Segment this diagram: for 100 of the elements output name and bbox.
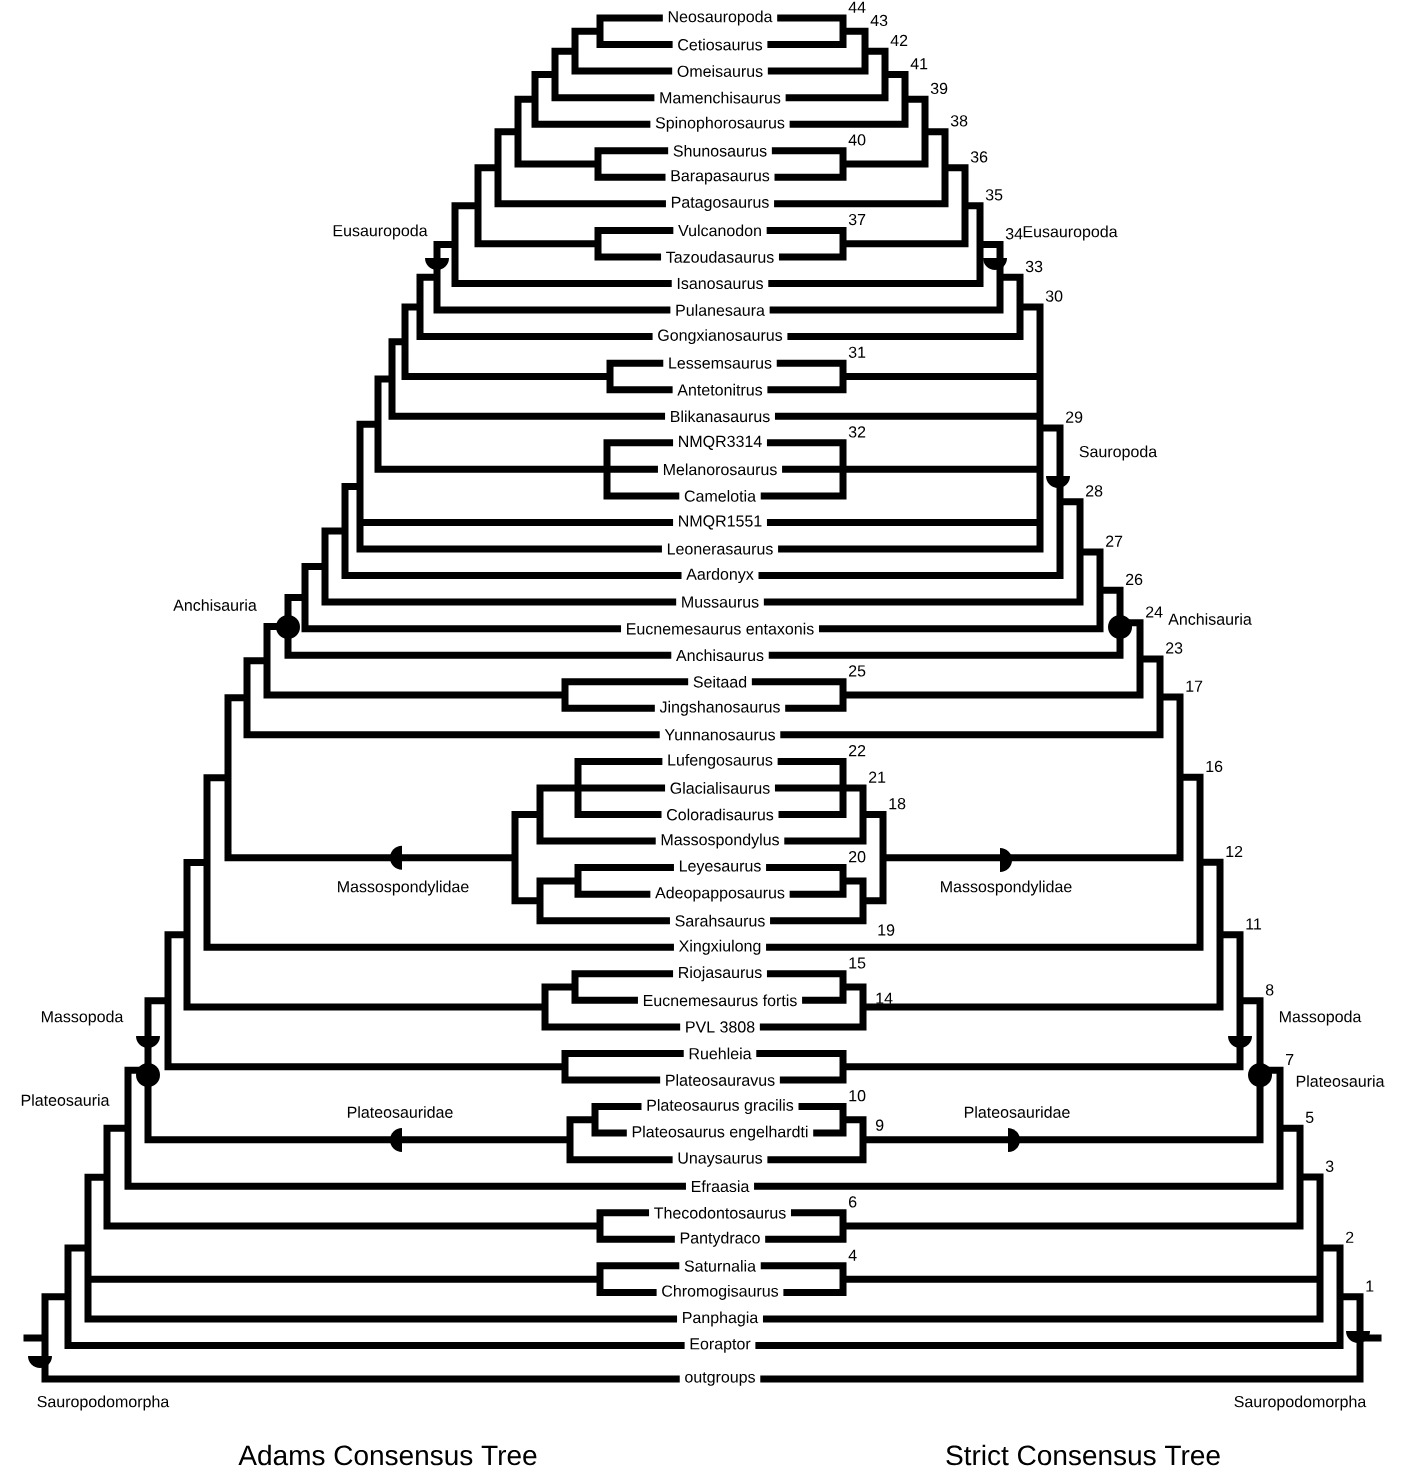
taxon-label: Omeisaurus bbox=[677, 65, 763, 77]
clade-label: Massopoda bbox=[41, 1010, 124, 1026]
node-number: 14 bbox=[876, 992, 893, 1004]
node-number: 30 bbox=[1045, 290, 1063, 302]
taxon-label: Shunosaurus bbox=[673, 144, 767, 157]
taxon-label: Vulcanodon bbox=[678, 224, 761, 237]
clade-label: Plateosauridae bbox=[964, 1106, 1070, 1118]
taxon-label: Chromogisaurus bbox=[662, 1284, 779, 1300]
taxon-label: Unaysaurus bbox=[678, 1152, 763, 1167]
node-number: 17 bbox=[1186, 680, 1203, 692]
clade-label: Sauropodomorpha bbox=[1234, 1395, 1367, 1411]
node-number: 34 bbox=[1005, 228, 1023, 240]
taxon-label: Leyesaurus bbox=[679, 860, 761, 875]
node-number: 43 bbox=[870, 14, 888, 27]
taxon-label: PVL 3808 bbox=[686, 1021, 755, 1033]
node-number: 5 bbox=[1305, 1111, 1314, 1123]
node-number: 18 bbox=[889, 798, 906, 810]
clade-label: Sauropodomorpha bbox=[37, 1395, 170, 1411]
node-number: 29 bbox=[1066, 411, 1083, 423]
node-number: 41 bbox=[910, 58, 928, 70]
taxon-label: NMQR1551 bbox=[679, 515, 762, 530]
node-number: 15 bbox=[849, 957, 866, 969]
clade-label: Massospondylidae bbox=[941, 880, 1072, 896]
taxon-label: Leonerasaurus bbox=[667, 543, 773, 555]
node-number: 1 bbox=[1366, 1280, 1374, 1292]
taxon-label: Mamenchisaurus bbox=[660, 91, 781, 104]
node-number: 42 bbox=[890, 34, 908, 46]
taxon-label: Spinophorosaurus bbox=[655, 116, 785, 132]
taxon-label: Efraasia bbox=[692, 1180, 750, 1193]
taxon-label: Saturnalia bbox=[684, 1260, 756, 1272]
taxon-label: Adeopapposaurus bbox=[655, 886, 785, 902]
node-number: 40 bbox=[848, 134, 866, 146]
clade-label: Anchisauria bbox=[173, 599, 257, 611]
taxon-label: Camelotia bbox=[684, 490, 756, 502]
clade-label: Eusauropoda bbox=[333, 224, 428, 240]
taxon-label: Melanorosaurus bbox=[663, 463, 777, 476]
taxon-label: Aardonyx bbox=[686, 568, 754, 583]
taxon-label: Patagosaurus bbox=[671, 196, 769, 211]
node-number: 19 bbox=[878, 924, 895, 936]
taxon-label: Lessemsaurus bbox=[669, 357, 772, 369]
taxon-label: Lufengosaurus bbox=[668, 753, 773, 769]
node-number: 32 bbox=[848, 426, 866, 438]
node-number: 9 bbox=[875, 1119, 884, 1131]
node-number: 28 bbox=[1086, 485, 1103, 497]
taxon-label: Barapasaurus bbox=[671, 170, 770, 185]
node-number: 22 bbox=[849, 745, 866, 757]
taxon-label: Plateosaurus engelhardti bbox=[632, 1125, 808, 1141]
taxon-label: Isanosaurus bbox=[677, 277, 763, 290]
taxon-label: NMQR3314 bbox=[679, 435, 762, 450]
node-number: 8 bbox=[1265, 984, 1274, 996]
clade-label: Anchisauria bbox=[1168, 613, 1252, 625]
taxon-label: Seitaad bbox=[693, 675, 747, 688]
taxon-label: Jingshanosaurus bbox=[659, 700, 780, 716]
clade-label: Plateosauria bbox=[1296, 1075, 1385, 1087]
node-number: 37 bbox=[848, 213, 866, 226]
taxon-label: Thecodontosaurus bbox=[654, 1206, 786, 1219]
taxon-label: Tazoudasaurus bbox=[666, 251, 774, 263]
taxon-label: Cetiosaurus bbox=[678, 38, 763, 51]
taxon-label: Plateosauravus bbox=[666, 1074, 775, 1086]
taxon-label: Eoraptor bbox=[690, 1338, 751, 1353]
node-number: 2 bbox=[1346, 1231, 1354, 1243]
node-number: 3 bbox=[1325, 1160, 1334, 1172]
taxon-label: outgroups bbox=[685, 1372, 755, 1386]
clade-label: Massopoda bbox=[1279, 1010, 1362, 1026]
node-number: 6 bbox=[849, 1196, 857, 1208]
node-number: 23 bbox=[1166, 642, 1183, 654]
taxon-label: Glacialisaurus bbox=[670, 782, 770, 794]
clade-label: Massospondylidae bbox=[338, 880, 469, 896]
tree-title: Adams Consensus Tree bbox=[238, 1444, 537, 1466]
taxon-label: Yunnanosaurus bbox=[664, 729, 775, 741]
node-number: 24 bbox=[1146, 606, 1163, 618]
taxon-label: Neosauropoda bbox=[668, 10, 773, 26]
clade-label: Sauropoda bbox=[1079, 445, 1158, 461]
taxon-label: Riojasaurus bbox=[679, 966, 762, 982]
taxon-label: Eucnemesaurus entaxonis bbox=[627, 622, 814, 635]
taxon-label: Mussaurus bbox=[682, 596, 759, 608]
taxon-label: Panphagia bbox=[683, 1311, 759, 1327]
node-number: 39 bbox=[930, 82, 948, 95]
taxon-label: Gongxianosaurus bbox=[658, 329, 783, 345]
taxon-label: Anchisaurus bbox=[676, 649, 764, 662]
node-number: 31 bbox=[848, 346, 866, 358]
node-number: 12 bbox=[1226, 845, 1243, 858]
taxon-label: Coloradisaurus bbox=[667, 808, 774, 821]
taxon-label: Plateosaurus gracilis bbox=[647, 1099, 794, 1114]
node-number: 27 bbox=[1106, 535, 1123, 547]
node-number: 36 bbox=[970, 151, 988, 163]
node-number: 11 bbox=[1246, 918, 1262, 930]
node-number: 38 bbox=[950, 115, 968, 127]
clade-label: Plateosauria bbox=[21, 1094, 110, 1106]
taxon-label: Xingxiulong bbox=[679, 939, 761, 955]
taxon-label: Pantydraco bbox=[680, 1231, 760, 1247]
node-number: 26 bbox=[1126, 573, 1143, 586]
node-number: 25 bbox=[849, 665, 866, 677]
node-number: 35 bbox=[985, 189, 1003, 201]
taxon-label: Ruehleia bbox=[689, 1047, 752, 1060]
node-number: 4 bbox=[848, 1249, 857, 1261]
tree-title: Strict Consensus Tree bbox=[946, 1444, 1220, 1466]
taxon-label: Antetonitrus bbox=[677, 383, 763, 396]
clade-label: Plateosauridae bbox=[347, 1106, 453, 1118]
node-number: 16 bbox=[1206, 760, 1223, 773]
